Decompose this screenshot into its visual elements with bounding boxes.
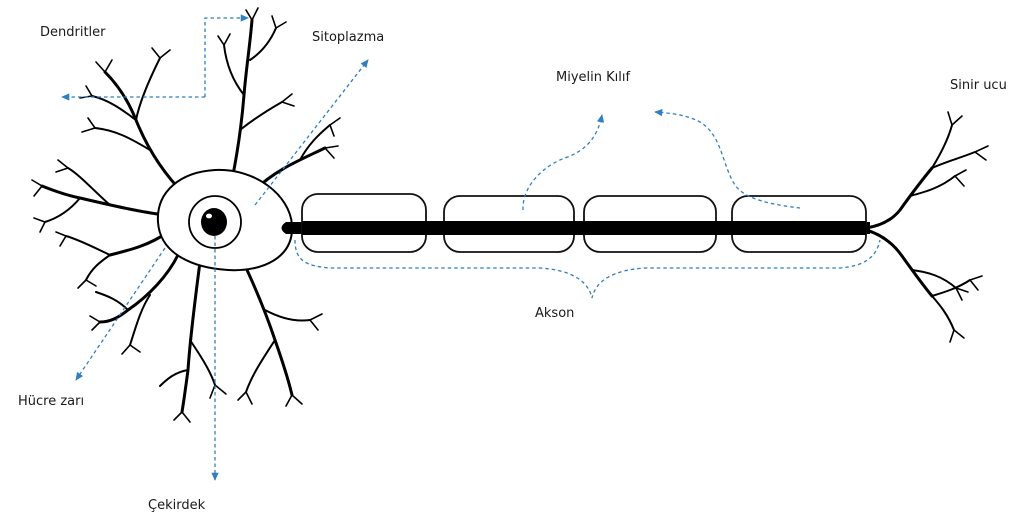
leader-myelin-right <box>655 112 800 208</box>
label-membrane: Hücre zarı <box>18 394 84 410</box>
label-nucleus: Çekirdek <box>148 498 205 514</box>
axon-terminal <box>866 112 988 342</box>
label-dendrites: Dendritler <box>40 25 106 41</box>
nucleolus <box>201 208 227 236</box>
label-cytoplasm: Sitoplazma <box>312 30 384 46</box>
leader-membrane <box>76 248 165 380</box>
label-nerve-ending: Sinir ucu <box>950 78 1007 94</box>
label-axon: Akson <box>535 306 574 322</box>
label-myelin: Miyelin Kılıf <box>556 70 630 86</box>
leader-cytoplasm <box>255 60 368 205</box>
cell-body <box>158 170 292 270</box>
myelin-sheaths <box>302 194 866 252</box>
